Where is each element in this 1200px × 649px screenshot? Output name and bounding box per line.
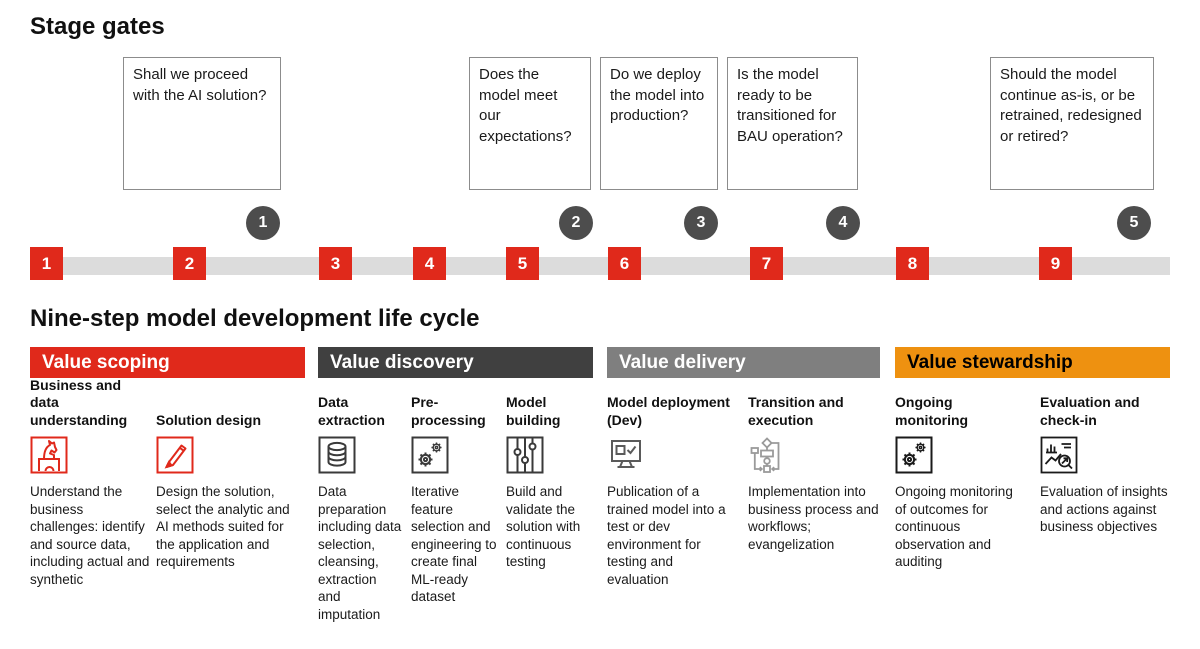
step-title: Evaluation and check-in: [1040, 394, 1140, 428]
step-title: Ongoing monitoring: [895, 394, 969, 428]
step-title: Transition and execution: [748, 394, 844, 428]
gate-number-badge-3: 3: [684, 206, 718, 240]
step-title: Model building: [506, 394, 561, 428]
phase-header-value-delivery: Value delivery: [607, 347, 880, 378]
sliders-icon: [506, 436, 544, 474]
step-title: Data extraction: [318, 394, 385, 428]
step-title: Business and data understanding: [30, 376, 128, 428]
gears-icon: [411, 436, 449, 474]
timeline-step-marker-3: 3: [319, 247, 352, 280]
pencil-icon: [156, 436, 194, 474]
gate-question-box-1: Shall we proceed with the AI solution?: [123, 57, 281, 190]
timeline-step-marker-4: 4: [413, 247, 446, 280]
step-description: Publication of a trained model into a te…: [607, 484, 726, 587]
step-description: Iterative feature selection and engineer…: [411, 484, 497, 605]
timeline-step-marker-9: 9: [1039, 247, 1072, 280]
step-evaluation-check-in: Evaluation and check-in Evaluation of in…: [1040, 391, 1168, 536]
monitor-check-icon: [607, 436, 645, 474]
stage-gates-title: Stage gates: [30, 13, 165, 40]
gate-number-badge-5: 5: [1117, 206, 1151, 240]
flowchart-icon: [748, 436, 786, 474]
phase-header-value-scoping: Value scoping: [30, 347, 305, 378]
step-ongoing-monitoring: Ongoing monitoring Ongoing monitoring of…: [895, 391, 1020, 571]
database-icon: [318, 436, 356, 474]
chess-knight-icon: [30, 436, 68, 474]
step-model-building: Model building Build and validate the so…: [506, 391, 590, 571]
step-description: Understand the business challenges: iden…: [30, 484, 150, 587]
step-title: Solution design: [156, 411, 261, 428]
step-description: Data preparation including data selectio…: [318, 484, 402, 622]
step-solution-design: Solution design Design the solution, sel…: [156, 391, 290, 571]
gate-question-box-5: Should the model continue as-is, or be r…: [990, 57, 1154, 190]
timeline-step-marker-6: 6: [608, 247, 641, 280]
timeline-bar: [30, 257, 1170, 275]
step-title: Model deployment (Dev): [607, 394, 730, 428]
step-description: Ongoing monitoring of outcomes for conti…: [895, 484, 1013, 570]
gears-icon: [895, 436, 933, 474]
gate-number-badge-2: 2: [559, 206, 593, 240]
step-business-data-understanding: Business and data understanding Understa…: [30, 376, 152, 588]
lifecycle-title: Nine-step model development life cycle: [30, 305, 480, 332]
step-description: Build and validate the solution with con…: [506, 484, 581, 570]
timeline-step-marker-5: 5: [506, 247, 539, 280]
phase-header-value-stewardship: Value stewardship: [895, 347, 1170, 378]
phase-header-value-discovery: Value discovery: [318, 347, 593, 378]
step-description: Evaluation of insights and actions again…: [1040, 484, 1168, 535]
gate-question-box-2: Does the model meet our expectations?: [469, 57, 591, 190]
timeline-step-marker-8: 8: [896, 247, 929, 280]
gate-question-box-3: Do we deploy the model into production?: [600, 57, 718, 190]
step-transition-execution: Transition and execution Implementation …: [748, 391, 880, 553]
gate-number-badge-1: 1: [246, 206, 280, 240]
chart-magnifier-icon: [1040, 436, 1078, 474]
timeline-step-marker-2: 2: [173, 247, 206, 280]
timeline-step-marker-1: 1: [30, 247, 63, 280]
step-data-extraction: Data extraction Data preparation includi…: [318, 391, 402, 623]
step-model-deployment: Model deployment (Dev) Publication of a …: [607, 391, 737, 588]
gate-number-badge-4: 4: [826, 206, 860, 240]
step-description: Implementation into business process and…: [748, 484, 879, 552]
timeline-step-marker-7: 7: [750, 247, 783, 280]
gate-question-box-4: Is the model ready to be transitioned fo…: [727, 57, 858, 190]
step-pre-processing: Pre-processing Iterative feature selecti…: [411, 391, 503, 606]
step-title: Pre-processing: [411, 394, 486, 428]
step-description: Design the solution, select the analytic…: [156, 484, 290, 570]
